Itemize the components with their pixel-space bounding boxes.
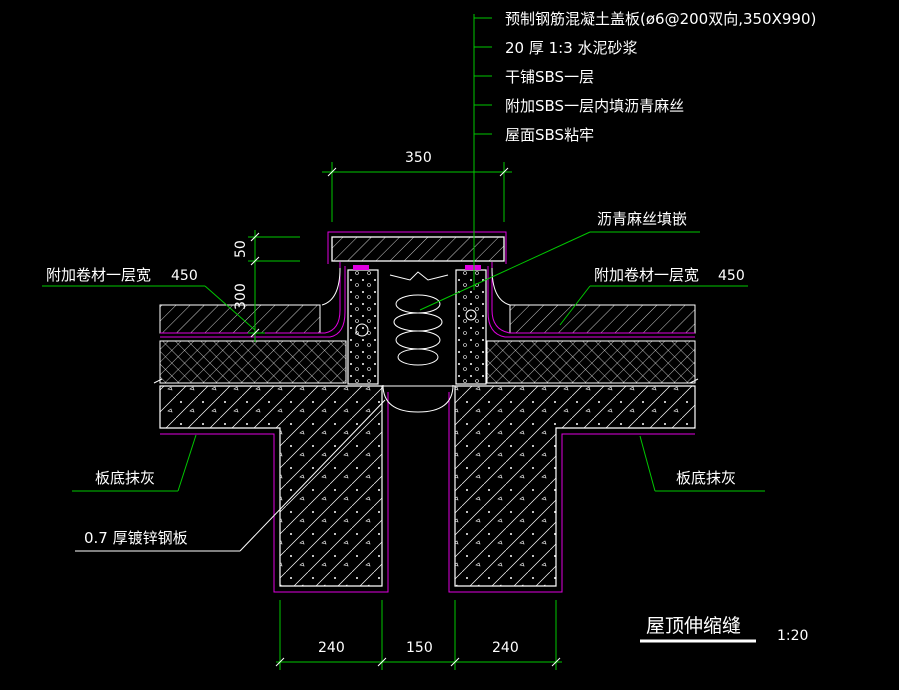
label-left-extra-width: 450 — [171, 268, 198, 284]
upstand-right — [455, 269, 487, 385]
membrane-left — [160, 262, 341, 334]
label-asphalt-hemp: 沥青麻丝填嵌 — [597, 210, 687, 228]
label-dry-sbs: 干铺SBS一层 — [505, 68, 594, 86]
label-extra-sbs: 附加SBS一层内填沥青麻丝 — [505, 97, 684, 115]
dim-text-300: 300 — [233, 283, 249, 310]
cover-plate-outline — [327, 231, 507, 264]
label-right-extra: 附加卷材一层宽 — [594, 266, 699, 284]
dim-bottom — [275, 600, 562, 670]
membrane-right — [491, 262, 695, 334]
label-mortar: 20 厚 1:3 水泥砂浆 — [505, 39, 638, 57]
pad-left — [353, 265, 369, 270]
insulation-left — [159, 340, 347, 384]
membrane-curve-right — [491, 267, 511, 306]
membrane-curve-left — [321, 267, 341, 306]
slab-left — [159, 385, 383, 587]
label-cover-plate: 预制钢筋混凝土盖板(ø6@200双向,350X990) — [505, 10, 816, 28]
dim-text-240-right: 240 — [492, 640, 519, 656]
drawing-title: 屋顶伸缩缝 — [646, 615, 741, 637]
dim-text-240-left: 240 — [318, 640, 345, 656]
slab-right — [454, 385, 696, 587]
drawing-scale: 1:20 — [777, 628, 808, 644]
dim-350 — [322, 162, 512, 222]
label-steel-plate: 0.7 厚镀锌钢板 — [84, 529, 188, 547]
leader-asphalt — [419, 231, 591, 311]
pad-right — [465, 265, 481, 270]
insulation-right — [486, 340, 696, 384]
label-right-plaster: 板底抹灰 — [676, 469, 736, 487]
upstand-left — [347, 269, 379, 385]
label-right-extra-width: 450 — [718, 268, 745, 284]
dim-text-350: 350 — [405, 150, 432, 166]
screed-right — [509, 304, 696, 334]
asphalt-hemp-fill — [389, 271, 449, 366]
screed-left — [159, 304, 321, 334]
galvanized-steel-plate — [382, 384, 454, 413]
dim-text-150: 150 — [406, 640, 433, 656]
dim-vertical-left — [248, 230, 300, 342]
label-left-plaster: 板底抹灰 — [95, 469, 155, 487]
plaster-line-left — [160, 392, 389, 593]
cover-plate — [331, 236, 505, 262]
plaster-line-right — [448, 392, 695, 593]
label-left-extra: 附加卷材一层宽 — [46, 266, 151, 284]
membrane-left-2 — [160, 266, 346, 338]
label-roof-sbs: 屋面SBS粘牢 — [505, 126, 594, 144]
membrane-right-2 — [487, 266, 695, 338]
dim-text-50: 50 — [233, 240, 249, 258]
